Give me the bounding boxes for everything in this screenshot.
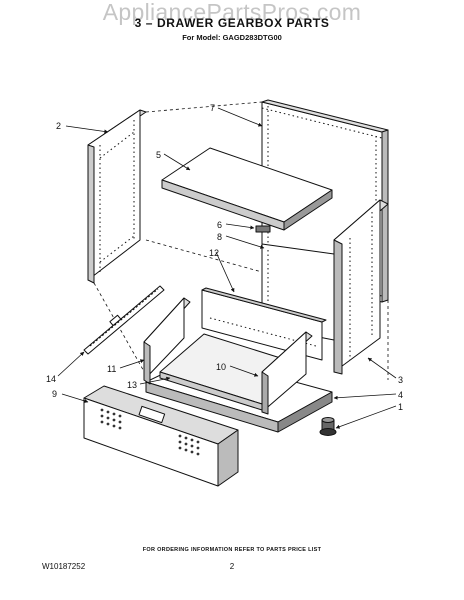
part-callouts: 2 7 5 6 8 12 14 11 10 13 9 3 4 1: [46, 103, 403, 412]
drawer-right-side: [261, 331, 313, 415]
callout-14[interactable]: 14: [46, 374, 56, 384]
callout-2[interactable]: 2: [56, 121, 61, 131]
callout-3[interactable]: 3: [398, 375, 403, 385]
callout-5[interactable]: 5: [156, 150, 161, 160]
left-side-panel: [87, 109, 147, 284]
callout-13[interactable]: 13: [127, 380, 137, 390]
drawer-back: [201, 287, 327, 361]
drawer-slide: [83, 285, 165, 355]
callout-11[interactable]: 11: [107, 364, 116, 374]
model-line: For Model: GAGD283DTG00: [182, 33, 282, 42]
ordering-note: FOR ORDERING INFORMATION REFER TO PARTS …: [142, 547, 322, 553]
leveling-foot: [319, 417, 337, 436]
vent-pattern: [100, 408, 200, 456]
drawer-left-side: [143, 297, 191, 385]
leader-lines: [57, 107, 397, 429]
alignment-lines: [93, 101, 389, 383]
document-number: W10187252: [42, 562, 86, 571]
callout-6[interactable]: 6: [217, 220, 222, 230]
callout-7[interactable]: 7: [210, 103, 215, 113]
top-cover: [161, 147, 333, 231]
callout-10[interactable]: 10: [216, 362, 226, 372]
right-side-panel: [333, 199, 389, 375]
callout-4[interactable]: 4: [398, 390, 403, 400]
callout-12[interactable]: 12: [209, 248, 219, 258]
callout-9[interactable]: 9: [52, 389, 57, 399]
page-title: 3 – DRAWER GEARBOX PARTS: [134, 16, 330, 30]
callout-1[interactable]: 1: [398, 402, 403, 412]
page-number: 2: [229, 562, 235, 571]
front-panel: [83, 385, 239, 487]
callout-8[interactable]: 8: [217, 232, 222, 242]
clip: [255, 225, 271, 233]
